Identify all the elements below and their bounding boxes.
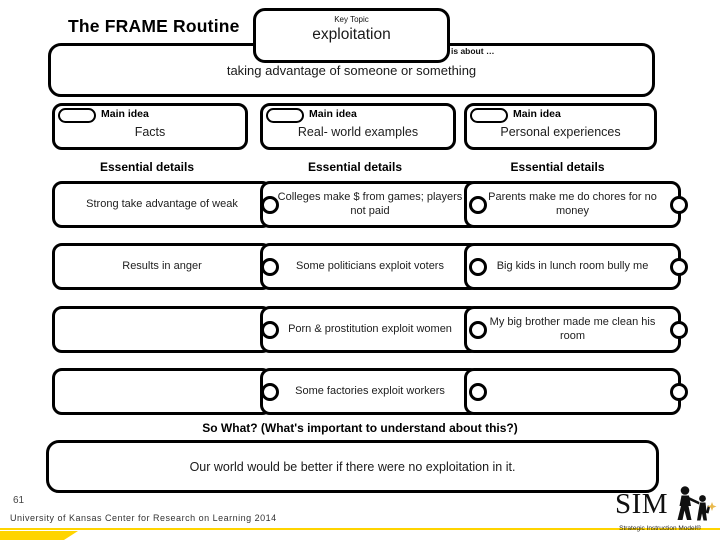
connector-circle-icon xyxy=(261,382,279,401)
essential-details-header: Essential details xyxy=(307,160,403,174)
main-idea-box-1: Main idea Facts xyxy=(52,103,248,150)
page-title: The FRAME Routine xyxy=(68,16,240,36)
footer-credit: University of Kansas Center for Research… xyxy=(10,513,277,523)
answer-box: Our world would be better if there were … xyxy=(46,440,659,493)
detail-box: Strong take advantage of weak xyxy=(52,181,279,228)
is-about-label: is about … xyxy=(451,46,495,56)
accent-bar xyxy=(0,531,78,540)
key-topic-box: Key Topic exploitation xyxy=(253,8,450,63)
essential-details-header: Essential details xyxy=(99,160,195,174)
main-idea-label: Main idea xyxy=(309,108,357,120)
oval-icon xyxy=(470,108,508,123)
connector-circle-icon xyxy=(670,257,688,276)
main-idea-box-2: Main idea Real- world examples xyxy=(260,103,456,150)
about-text: taking advantage of someone or something xyxy=(226,62,477,78)
sim-logo-subtext: Strategic Instruction Model® xyxy=(619,525,701,532)
detail-text: Some factories exploit workers xyxy=(295,384,445,397)
oval-icon xyxy=(266,108,304,123)
detail-box: Results in anger xyxy=(52,243,279,290)
main-idea-box-3: Main idea Personal experiences xyxy=(464,103,657,150)
main-idea-label: Main idea xyxy=(101,108,149,120)
connector-circle-icon xyxy=(469,257,487,276)
connector-circle-icon xyxy=(469,195,487,214)
connector-circle-icon xyxy=(261,195,279,214)
accent-line xyxy=(0,528,720,530)
main-idea-value: Real- world examples xyxy=(297,125,419,139)
detail-box xyxy=(52,368,279,415)
sim-logo-figures-icon xyxy=(671,485,717,530)
so-what-prompt: So What? (What's important to understand… xyxy=(202,421,518,435)
main-idea-value: Facts xyxy=(134,125,166,139)
connector-circle-icon xyxy=(261,257,279,276)
connector-circle-icon xyxy=(469,382,487,401)
detail-box: Porn & prostitution exploit women xyxy=(260,306,487,353)
detail-text: My big brother made me clean his room xyxy=(489,315,656,342)
key-topic-value: exploitation xyxy=(312,26,391,43)
oval-icon xyxy=(58,108,96,123)
detail-box: Parents make me do chores for no money xyxy=(464,181,688,228)
detail-box: Big kids in lunch room bully me xyxy=(464,243,688,290)
detail-box: My big brother made me clean his room xyxy=(464,306,688,353)
connector-circle-icon xyxy=(670,320,688,339)
key-topic-label: Key Topic xyxy=(334,15,369,24)
answer-text: Our world would be better if there were … xyxy=(189,459,516,474)
slide-number: 61 xyxy=(13,495,25,506)
detail-box xyxy=(52,306,279,353)
detail-text: Some politicians exploit voters xyxy=(296,259,444,272)
detail-box: Some factories exploit workers xyxy=(260,368,487,415)
detail-text: Porn & prostitution exploit women xyxy=(288,322,452,335)
main-idea-value: Personal experiences xyxy=(500,125,621,139)
detail-text: Colleges make $ from games; players not … xyxy=(277,190,463,217)
sim-logo-text: SIM xyxy=(615,488,669,520)
detail-text: Big kids in lunch room bully me xyxy=(496,259,649,272)
detail-text: Parents make me do chores for no money xyxy=(488,190,657,217)
detail-box: Colleges make $ from games; players not … xyxy=(260,181,487,228)
detail-box: Some politicians exploit voters xyxy=(260,243,487,290)
detail-text: Strong take advantage of weak xyxy=(86,197,238,210)
essential-details-header: Essential details xyxy=(510,160,605,174)
connector-circle-icon xyxy=(261,320,279,339)
connector-circle-icon xyxy=(469,320,487,339)
connector-circle-icon xyxy=(670,382,688,401)
main-idea-label: Main idea xyxy=(513,108,561,120)
detail-text: Results in anger xyxy=(122,259,202,272)
detail-box xyxy=(464,368,688,415)
connector-circle-icon xyxy=(670,195,688,214)
